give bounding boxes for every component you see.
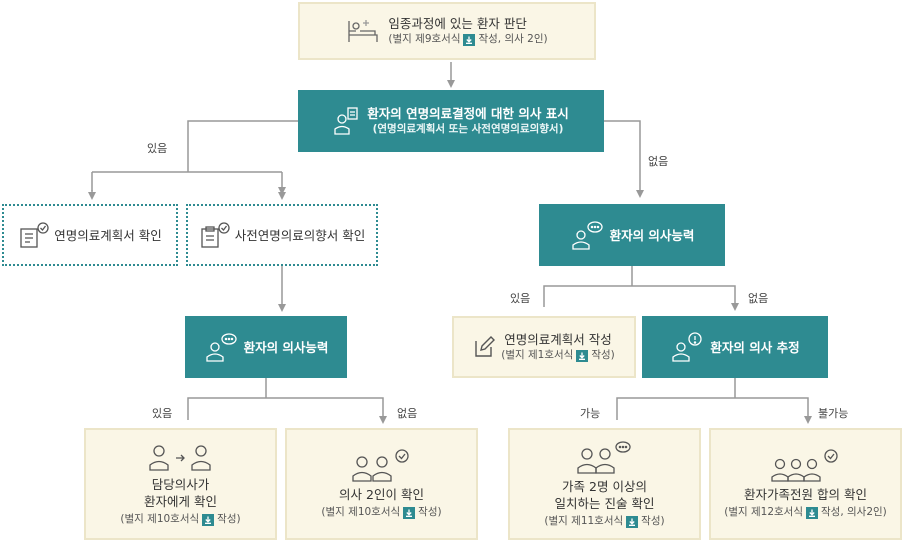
advance-confirm-label: 사전연명의료의향서 확인 bbox=[234, 227, 366, 243]
family-all-title: 환자가족전원 합의 확인 bbox=[744, 487, 867, 502]
doctor-confirm-line1: 담당의사가 bbox=[151, 476, 210, 492]
document-check-icon bbox=[18, 221, 50, 249]
doctor-confirm-line2: 환자에게 확인 bbox=[144, 493, 217, 509]
arrow-decision-to-yes-branch bbox=[91, 120, 298, 191]
arrow-presume-branch bbox=[616, 378, 808, 420]
pen-document-icon bbox=[473, 336, 496, 358]
node-capacity-left: 환자의 의사능력 bbox=[185, 316, 347, 378]
node-family-two: 가족 2명 이상의 일치하는 진술 확인 (별지 제11호서식 작성) bbox=[508, 428, 701, 540]
family-two-sub-pre: (별지 제11호서식 bbox=[544, 514, 624, 527]
terminal-sub-post: 작성, 의사 2인) bbox=[478, 33, 548, 45]
presume-label: 환자의 의사 추정 bbox=[710, 339, 800, 355]
capacity-left-label: 환자의 의사능력 bbox=[243, 339, 329, 355]
plan-write-sub-pre: (별지 제1호서식 bbox=[501, 349, 574, 361]
bed-icon bbox=[346, 17, 380, 45]
family-all-sub: (별지 제12호서식 작성, 의사2인) bbox=[724, 505, 887, 520]
node-doctor-confirm: 담당의사가 환자에게 확인 (별지 제10호서식 작성) bbox=[84, 428, 277, 540]
patient-intent-sub: (연명의료계획서 또는 사전연명의료의향서) bbox=[372, 123, 564, 135]
download-icon[interactable] bbox=[463, 34, 476, 46]
label-yes-capacity-left: 있음 bbox=[152, 407, 173, 420]
doctor-to-patient-icon bbox=[148, 442, 213, 472]
plan-write-title: 연명의료계획서 작성 bbox=[504, 332, 612, 347]
two-doctors-sub-post: 작성) bbox=[418, 506, 442, 518]
plan-write-sub-post: 작성) bbox=[591, 349, 615, 361]
doctor-confirm-sub-post: 작성) bbox=[217, 512, 241, 525]
family-two-line2: 일치하는 진술 확인 bbox=[554, 495, 655, 511]
family-two-line1: 가족 2명 이상의 bbox=[562, 478, 647, 494]
doctor-confirm-sub: (별지 제10호서식 작성) bbox=[120, 512, 241, 527]
node-capacity-right: 환자의 의사능력 bbox=[539, 204, 725, 266]
two-doctors-check-icon bbox=[350, 448, 414, 482]
doctor-document-icon bbox=[333, 107, 359, 135]
label-no-top: 없음 bbox=[648, 155, 669, 168]
download-icon[interactable] bbox=[576, 350, 589, 362]
download-icon[interactable] bbox=[403, 507, 416, 519]
two-doctors-sub-pre: (별지 제10호서식 bbox=[321, 506, 401, 518]
node-terminal-judgment: 임종과정에 있는 환자 판단 (별지 제9호서식 작성, 의사 2인) bbox=[298, 2, 596, 60]
download-icon[interactable] bbox=[806, 507, 818, 519]
terminal-judgment-title: 임종과정에 있는 환자 판단 bbox=[388, 16, 527, 31]
patient-intent-title: 환자의 연명의료결정에 대한 의사 표시 bbox=[367, 106, 569, 121]
terminal-judgment-sub: (별지 제9호서식 작성, 의사 2인) bbox=[388, 32, 548, 47]
person-speech-icon bbox=[204, 332, 238, 362]
terminal-sub-pre: (별지 제9호서식 bbox=[388, 33, 461, 45]
family-check-icon bbox=[770, 448, 842, 482]
node-presume: 환자의 의사 추정 bbox=[642, 316, 828, 378]
family-all-sub-pre: (별지 제12호서식 bbox=[724, 506, 803, 518]
arrow-capacity-left-branch bbox=[187, 378, 383, 420]
label-yes-capacity-right: 있음 bbox=[510, 292, 531, 305]
node-patient-intent: 환자의 연명의료결정에 대한 의사 표시 (연명의료계획서 또는 사전연명의료의… bbox=[298, 90, 604, 152]
node-plan-write: 연명의료계획서 작성 (별지 제1호서식 작성) bbox=[452, 316, 636, 378]
node-advance-confirm: 사전연명의료의향서 확인 bbox=[186, 204, 378, 266]
label-no-capacity-right: 없음 bbox=[748, 292, 769, 305]
clipboard-check-icon bbox=[199, 221, 231, 249]
two-doctors-sub: (별지 제10호서식 작성) bbox=[321, 505, 442, 520]
download-icon[interactable] bbox=[202, 513, 215, 526]
family-speech-icon bbox=[576, 440, 633, 474]
family-two-sub: (별지 제11호서식 작성) bbox=[544, 514, 665, 529]
label-impossible: 불가능 bbox=[818, 407, 849, 420]
doctor-confirm-sub-pre: (별지 제10호서식 bbox=[120, 512, 200, 525]
family-two-sub-post: 작성) bbox=[641, 514, 665, 527]
label-possible: 가능 bbox=[580, 407, 601, 420]
two-doctors-title: 의사 2인이 확인 bbox=[339, 487, 424, 502]
label-yes-top: 있음 bbox=[147, 142, 168, 155]
arrow-decision-to-no bbox=[604, 120, 644, 198]
arrow-capacity-right-branch bbox=[543, 266, 735, 307]
node-family-all: 환자가족전원 합의 확인 (별지 제12호서식 작성, 의사2인) bbox=[709, 428, 902, 540]
node-plan-confirm: 연명의료계획서 확인 bbox=[2, 204, 178, 266]
plan-write-sub: (별지 제1호서식 작성) bbox=[501, 348, 615, 363]
plan-confirm-label: 연명의료계획서 확인 bbox=[54, 227, 162, 243]
family-all-sub-post: 작성, 의사2인) bbox=[821, 506, 887, 518]
label-no-capacity-left: 없음 bbox=[397, 407, 418, 420]
capacity-right-label: 환자의 의사능력 bbox=[609, 227, 695, 243]
node-two-doctors: 의사 2인이 확인 (별지 제10호서식 작성) bbox=[285, 428, 478, 540]
person-speech-icon bbox=[570, 220, 604, 250]
download-icon[interactable] bbox=[626, 515, 639, 528]
person-exclamation-icon bbox=[670, 332, 704, 362]
